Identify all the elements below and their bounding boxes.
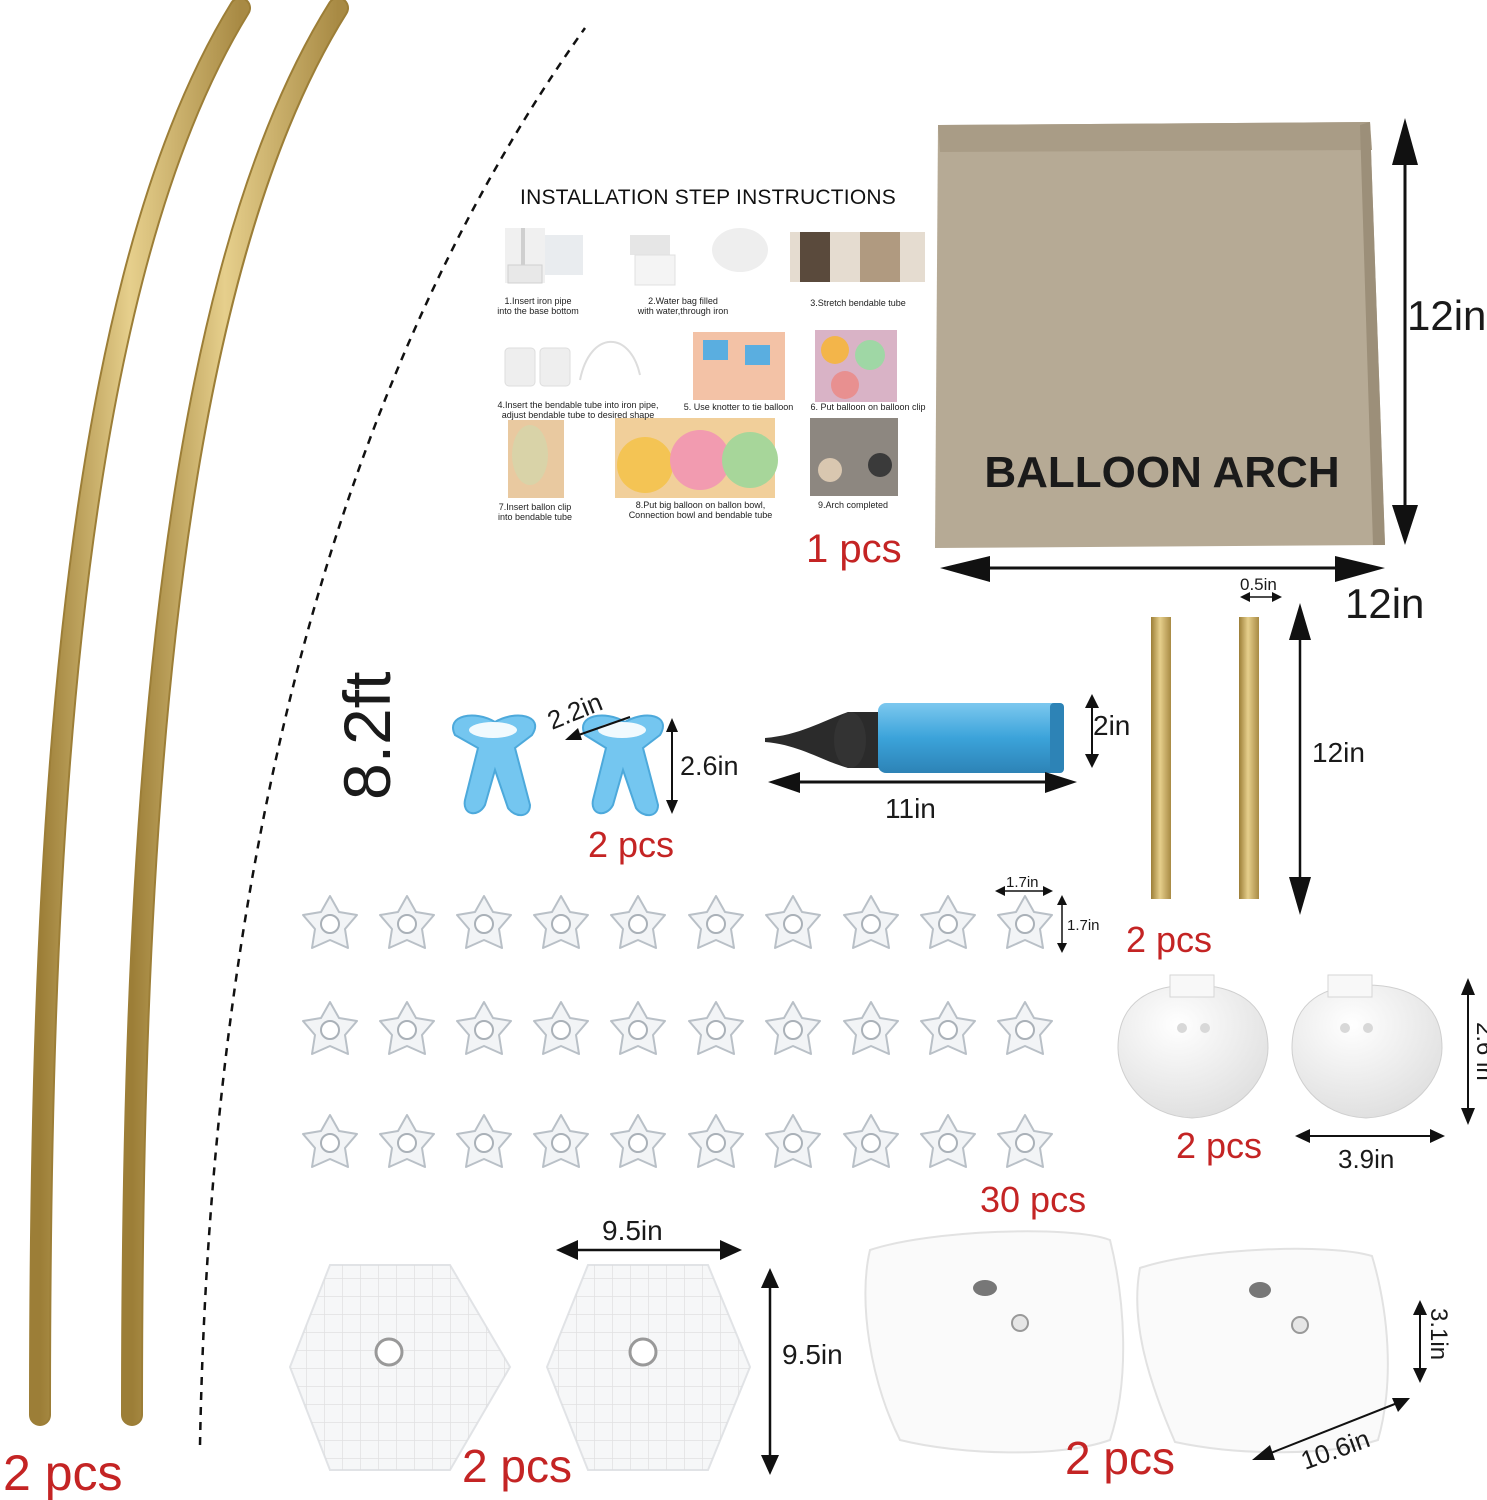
instruction-step-8: 8.Put big balloon on ballon bowl, Connec… [628,500,773,520]
flower-clip [610,1114,666,1168]
plate-count: 2 pcs [462,1440,572,1492]
instruction-step-9: 9.Arch completed [817,500,889,510]
bag-height-label: 3.1in [1425,1308,1452,1360]
packaging-box: BALLOON ARCH [935,122,1385,548]
flower-clip [765,895,821,949]
flower-clip [688,1114,744,1168]
instruction-title: INSTALLATION STEP INSTRUCTIONS [520,186,896,209]
flower-clip [379,1114,435,1168]
pump-height-label: 2in [1093,710,1130,741]
instruction-step-1: 1.Insert iron pipe into the base bottom [497,296,579,316]
short-rod-right [1239,617,1259,899]
base-plate-left [288,1264,512,1471]
flower-clip [456,895,512,949]
plate-height-label: 9.5in [782,1339,843,1370]
short-rod-left [1151,617,1171,899]
instruction-step-3: 3.Stretch bendable tube [810,298,906,308]
water-bag-right [1136,1247,1389,1454]
instruction-sheet: INSTALLATION STEP INSTRUCTIONS 1.Insert … [478,186,938,536]
flower-clip [610,895,666,949]
balloon-pump [765,703,1064,773]
arch-length-label: 8.2ft [330,672,404,800]
flower-clip [379,1001,435,1055]
instruction-step-5: 5. Use knotter to tie balloon [683,402,794,412]
flower-clip [302,1114,358,1168]
clip-width-label: 1.7in [1006,874,1039,891]
flower-clip [843,1114,899,1168]
tool-count: 2 pcs [588,824,674,865]
bag-count: 2 pcs [1065,1432,1175,1484]
flower-clip [533,895,589,949]
plate-width-label: 9.5in [602,1215,663,1246]
rod-gap-label: 0.5in [1240,575,1277,594]
flower-clip [997,895,1053,949]
balloon-bowl-left [1117,974,1269,1119]
flower-clip [920,1114,976,1168]
base-plate-right [545,1264,752,1471]
flower-clip [688,1001,744,1055]
instruction-thumbnails [504,228,925,498]
flower-clips-grid [302,895,1053,1168]
clip-count: 30 pcs [980,1179,1086,1220]
flower-clip [302,895,358,949]
flower-clip [765,1001,821,1055]
flower-clip [920,895,976,949]
arch-length-dashed-line [198,27,587,1446]
instruction-step-7: 7.Insert ballon clip into bendable tube [497,502,573,522]
flower-clip [997,1001,1053,1055]
flower-clip [843,1001,899,1055]
arch-tube-left [29,0,251,1426]
balloon-bowl-right [1291,974,1443,1119]
arch-tube-count: 2 pcs [3,1445,123,1500]
rod-count: 2 pcs [1126,919,1212,960]
flower-clip [997,1114,1053,1168]
flower-clip [302,1001,358,1055]
instructions-count: 1 pcs [806,527,902,571]
box-label: BALLOON ARCH [984,448,1339,497]
flower-clip [456,1114,512,1168]
clip-height-label: 1.7in [1067,917,1100,934]
bowl-height-label: 2.6 in [1471,1022,1487,1081]
tying-tool-1 [452,714,536,817]
flower-clip [533,1001,589,1055]
water-bag-left [864,1230,1125,1454]
pump-length-label: 11in [885,793,936,824]
tool-height-label: 2.6in [680,751,739,781]
flower-clip [688,895,744,949]
instruction-step-6: 6. Put balloon on balloon clip [810,402,926,412]
box-height-label: 12in [1407,292,1486,339]
instruction-step-2: 2.Water bag filled with water,through ir… [637,296,729,316]
arch-tube-right [121,0,349,1426]
tying-tool-2 [582,714,664,817]
bowl-width-label: 3.9in [1338,1144,1394,1174]
rod-length-label: 12in [1312,737,1365,768]
bowl-count: 2 pcs [1176,1125,1262,1166]
flower-clip [456,1001,512,1055]
flower-clip [610,1001,666,1055]
flower-clip [843,895,899,949]
flower-clip [765,1114,821,1168]
flower-clip [533,1114,589,1168]
box-width-label: 12in [1345,580,1424,627]
flower-clip [379,895,435,949]
bag-width-arrow [1257,1399,1406,1459]
instruction-step-4: 4.Insert the bendable tube into iron pip… [497,400,659,420]
flower-clip [920,1001,976,1055]
